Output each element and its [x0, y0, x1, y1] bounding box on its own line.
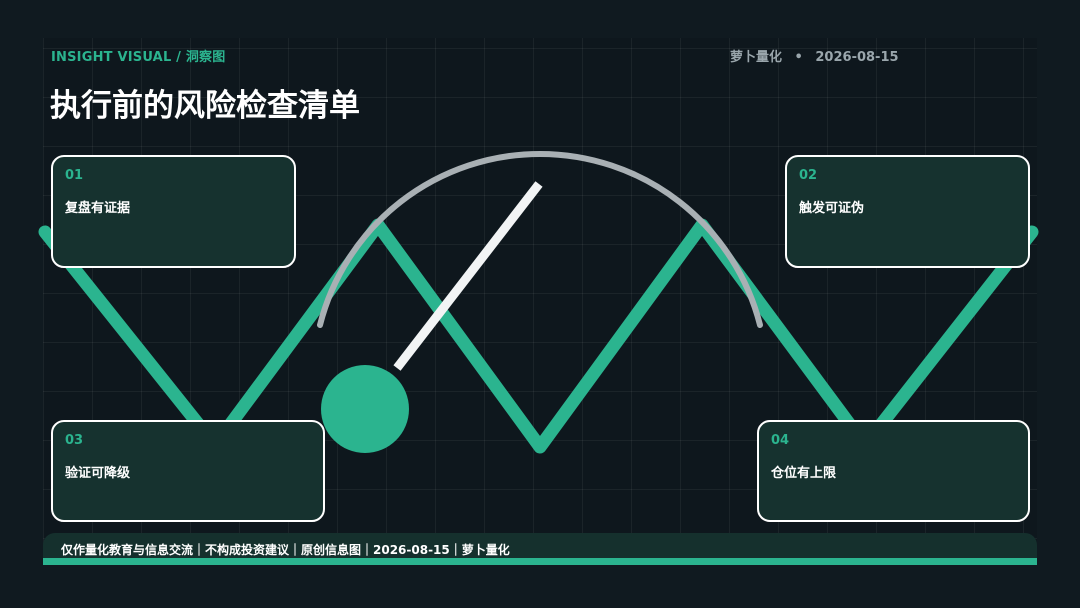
checklist-card-02: 02 触发可证伪	[785, 155, 1030, 268]
checklist-card-01: 01 复盘有证据	[51, 155, 296, 268]
page-title: 执行前的风险检查清单	[50, 88, 360, 124]
meta-separator: •	[794, 50, 803, 65]
card-number: 01	[65, 168, 84, 183]
author-name: 萝卜量化	[730, 50, 783, 65]
card-number: 02	[799, 168, 818, 183]
gauge-arc	[317, 150, 763, 328]
card-label: 仓位有上限	[771, 466, 837, 481]
card-label: 触发可证伪	[799, 201, 865, 216]
footer-disclaimer: 仅作量化教育与信息交流｜不构成投资建议｜原创信息图｜2026-08-15｜萝卜量…	[61, 543, 510, 557]
card-number: 04	[771, 433, 790, 448]
card-number: 03	[65, 433, 84, 448]
author-date-meta: 萝卜量化 • 2026-08-15	[730, 46, 899, 65]
publish-date: 2026-08-15	[815, 50, 899, 65]
card-label: 验证可降级	[65, 466, 131, 481]
gauge-needle	[393, 181, 543, 371]
footer-bar: 仅作量化教育与信息交流｜不构成投资建议｜原创信息图｜2026-08-15｜萝卜量…	[43, 533, 1037, 565]
brand-label: INSIGHT VISUAL / 洞察图	[51, 50, 226, 65]
checklist-card-04: 04 仓位有上限	[757, 420, 1030, 522]
card-label: 复盘有证据	[65, 201, 131, 216]
gauge-pivot	[321, 365, 409, 453]
checklist-card-03: 03 验证可降级	[51, 420, 325, 522]
